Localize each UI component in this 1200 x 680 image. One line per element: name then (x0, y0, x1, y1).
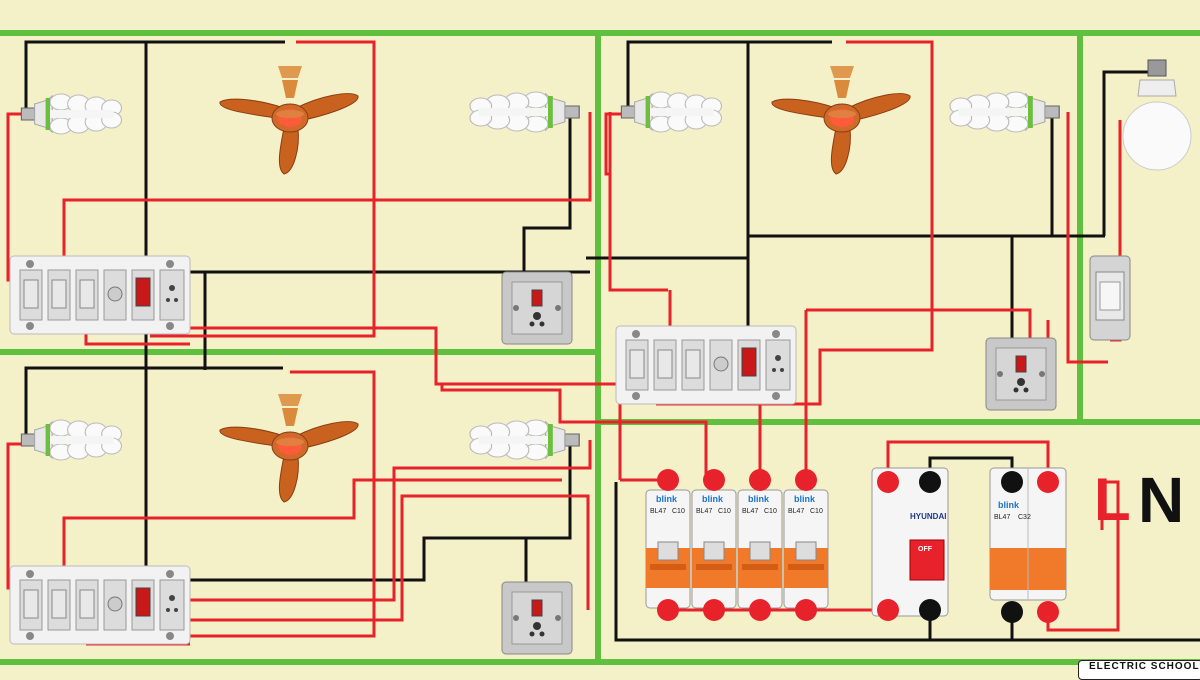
rccb-icon (871, 467, 949, 621)
mcb-4-brand: blink (794, 494, 816, 504)
mcb-3-model: BL47 (742, 508, 759, 515)
mcb-2-rating: C10 (718, 508, 731, 515)
dp-mcb-model: BL47 (994, 514, 1011, 521)
mcb-1-brand: blink (656, 494, 678, 504)
walls (0, 30, 1200, 665)
mcb-2-model: BL47 (696, 508, 713, 515)
mcb-2 (691, 469, 737, 621)
led-bulb-icon (1122, 59, 1192, 171)
mcb-1-model: BL47 (650, 508, 667, 515)
neutral-wires (24, 40, 1200, 642)
rccb-toggle-label: OFF (918, 546, 932, 553)
mcb-3 (737, 469, 783, 621)
neutral-label: N (1138, 464, 1185, 536)
watermark: ELECTRIC SCHOOL (1078, 660, 1200, 680)
dp-mcb-icon (989, 467, 1067, 623)
dp-mcb-brand: blink (998, 500, 1020, 510)
mcb-4 (783, 469, 829, 621)
mcb-4-rating: C10 (810, 508, 823, 515)
switchboard-icon (9, 565, 191, 645)
socket-icon (501, 581, 573, 655)
mcb-1-rating: C10 (672, 508, 685, 515)
mcb-4-model: BL47 (788, 508, 805, 515)
mcb-2-brand: blink (702, 494, 724, 504)
mcb-3-brand: blink (748, 494, 770, 504)
mcb-1 (645, 469, 691, 621)
dp-mcb-rating: C32 (1018, 514, 1031, 521)
single-switch-board (1089, 255, 1131, 341)
switchboard-icon (9, 255, 191, 335)
socket-icon (501, 271, 573, 345)
live-label: L (1094, 466, 1131, 533)
switchboard-icon (615, 325, 797, 405)
rccb-brand: HYUNDAI (910, 512, 947, 521)
socket-icon (985, 337, 1057, 411)
mcb-3-rating: C10 (764, 508, 777, 515)
